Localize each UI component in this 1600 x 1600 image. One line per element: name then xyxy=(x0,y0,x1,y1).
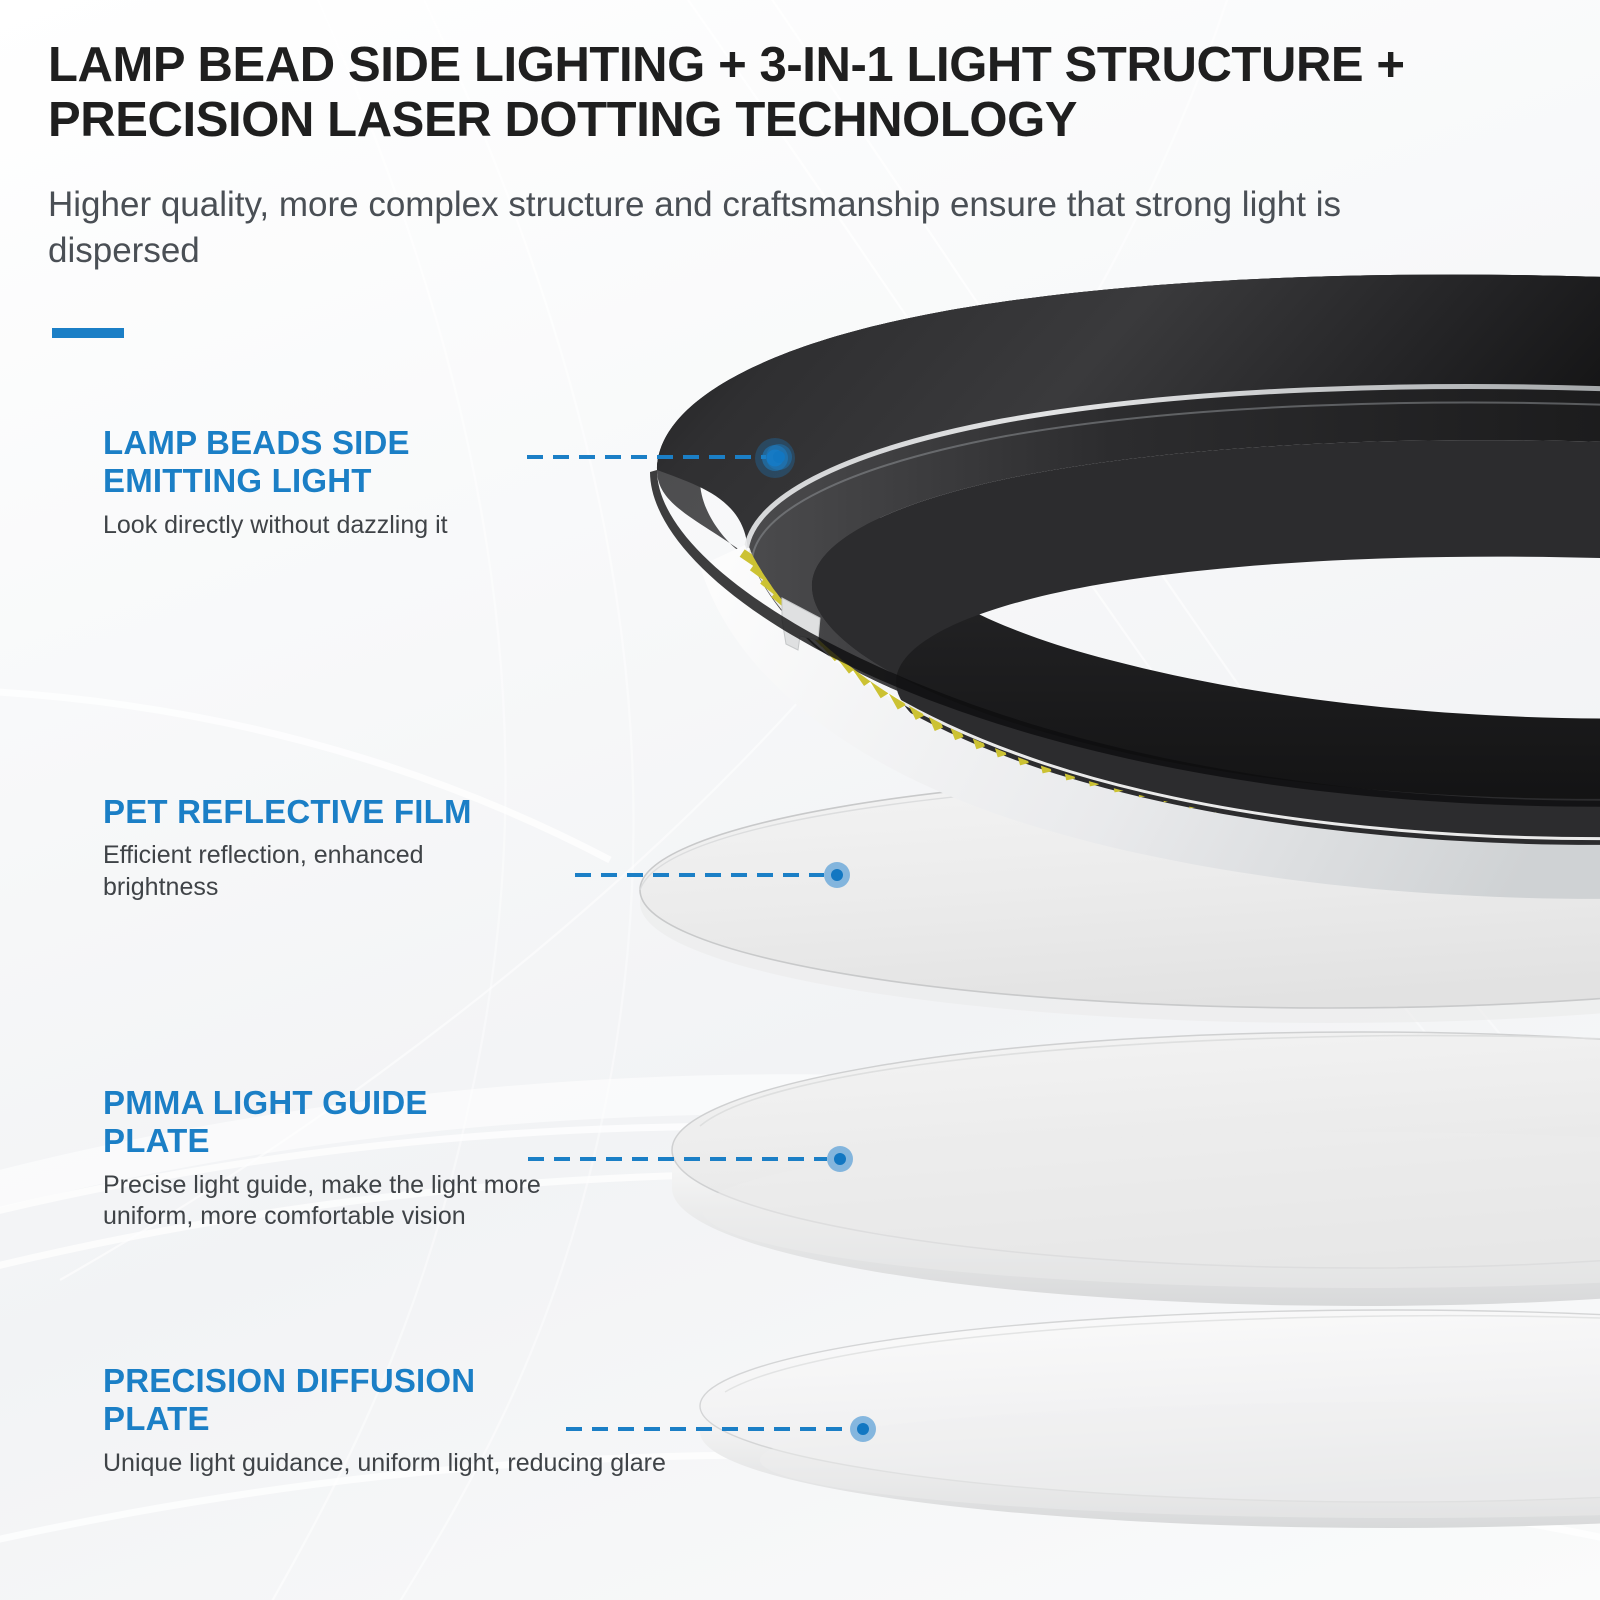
page-title: LAMP BEAD SIDE LIGHTING + 3-IN-1 LIGHT S… xyxy=(48,38,1405,148)
dashed-line xyxy=(566,1427,850,1431)
feature-description: Unique light guidance, uniform light, re… xyxy=(103,1448,666,1477)
feature-title: LAMP BEADS SIDE EMITTING LIGHT xyxy=(103,424,410,500)
feature-description: Precise light guide, make the light more… xyxy=(103,1170,541,1231)
callout-dot-icon xyxy=(773,451,785,463)
feature-block-pet-film: PET REFLECTIVE FILM Efficient reflection… xyxy=(103,793,623,903)
dashed-line xyxy=(575,873,824,877)
leader-line-lamp-beads xyxy=(527,444,792,470)
page-subtitle: Higher quality, more complex structure a… xyxy=(48,185,1342,271)
feature-description: Look directly without dazzling it xyxy=(103,510,448,539)
feature-block-lamp-beads: LAMP BEADS SIDE EMITTING LIGHT Look dire… xyxy=(103,424,573,541)
callout-dot-icon xyxy=(857,1423,869,1435)
feature-description: Efficient reflection, enhanced brightnes… xyxy=(103,841,424,901)
accent-bar xyxy=(52,328,124,338)
feature-title: PMMA LIGHT GUIDE PLATE xyxy=(103,1084,428,1160)
dashed-line xyxy=(528,1157,827,1161)
leader-line-pet-film xyxy=(575,862,850,888)
callout-dot-icon xyxy=(831,869,843,881)
feature-block-pmma-plate: PMMA LIGHT GUIDE PLATE Precise light gui… xyxy=(103,1084,703,1233)
feature-title: PRECISION DIFFUSION PLATE xyxy=(103,1362,476,1438)
leader-line-diffusion-plate xyxy=(566,1416,876,1442)
dashed-line xyxy=(527,455,766,459)
feature-title: PET REFLECTIVE FILM xyxy=(103,793,472,830)
callout-dot-icon xyxy=(834,1153,846,1165)
feature-block-diffusion-plate: PRECISION DIFFUSION PLATE Unique light g… xyxy=(103,1362,723,1479)
leader-line-pmma-plate xyxy=(528,1146,853,1172)
